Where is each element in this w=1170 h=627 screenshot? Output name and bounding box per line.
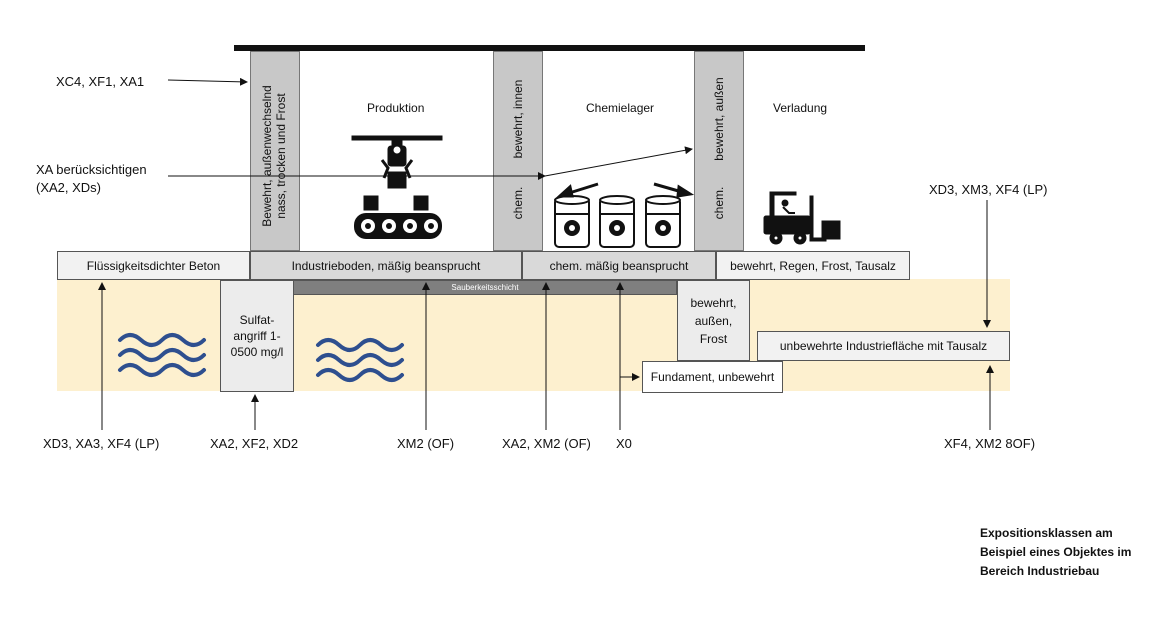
annotation-x0: X0: [616, 436, 632, 451]
chemical-attack-arrows: [556, 182, 695, 198]
caption: Expositionsklassen am Beispiel eines Obj…: [980, 524, 1131, 581]
room-loading-label: Verladung: [773, 101, 828, 115]
chemical-barrel-icon-1: [554, 195, 590, 248]
room-production-label: Produktion: [367, 101, 425, 115]
annotation-xa-consider-line2: (XA2, XDs): [36, 180, 102, 195]
water-wave-icon-right: [316, 338, 404, 382]
caption-line2: Beispiel eines Objektes im: [980, 545, 1132, 559]
floor-segment-liquid-tight: Flüssigkeitsdichter Beton: [57, 251, 250, 280]
foundation-box: Fundament, unbewehrt: [642, 361, 783, 393]
floor-segment-industrial: Industrieboden, mäßig beansprucht: [250, 251, 522, 280]
arrow-xa-diagonal: [544, 146, 693, 177]
unreinforced-surface-box: unbewehrte Industriefläche mit Tausalz: [757, 331, 1010, 361]
room-chemical-storage-label: Chemielager: [586, 101, 655, 115]
annotation-xf4-xm2: XF4, XM2 8OF): [944, 436, 1036, 451]
floor-segment-chemical: chem. mäßig beansprucht: [522, 251, 716, 280]
annotation-xa2-xm2-of: XA2, XM2 (OF): [502, 436, 591, 451]
clean-layer: Sauberkeitsschicht: [293, 280, 677, 295]
column-left: [250, 51, 300, 251]
caption-line3: Bereich Industriebau: [980, 564, 1100, 578]
annotation-xm2-of: XM2 (OF): [397, 436, 455, 451]
annotation-xc4-xf1-xa1: XC4, XF1, XA1: [56, 74, 145, 89]
arrow-xc4: [167, 77, 248, 86]
forklift-icon: [763, 191, 841, 245]
annotation-arrows: [98, 77, 994, 430]
column-middle: [493, 51, 543, 251]
annotation-xa2-xf2-xd2: XA2, XF2, XD2: [210, 436, 299, 451]
water-wave-icon-left: [118, 333, 206, 377]
chemical-barrel-icon-3: [645, 195, 681, 248]
production-robot-icon: [351, 135, 443, 211]
column-right: [694, 51, 744, 251]
chemical-barrel-icon-2: [599, 195, 635, 248]
caption-line1: Expositionsklassen am: [980, 526, 1113, 540]
roof-line: [234, 45, 865, 51]
outer-foundation-box: bewehrt,außen,Frost: [677, 280, 750, 361]
annotation-xd3-xm3-xf4: XD3, XM3, XF4 (LP): [929, 182, 1048, 197]
annotation-xa-consider-line1: XA berücksichtigen: [36, 162, 147, 177]
sulfate-box: Sulfat-angriff 1-0500 mg/l: [220, 280, 294, 392]
floor-segment-outdoor: bewehrt, Regen, Frost, Tausalz: [716, 251, 910, 280]
conveyor-belt-icon: [354, 213, 442, 239]
annotation-xd3-xa3-xf4: XD3, XA3, XF4 (LP): [43, 436, 160, 451]
